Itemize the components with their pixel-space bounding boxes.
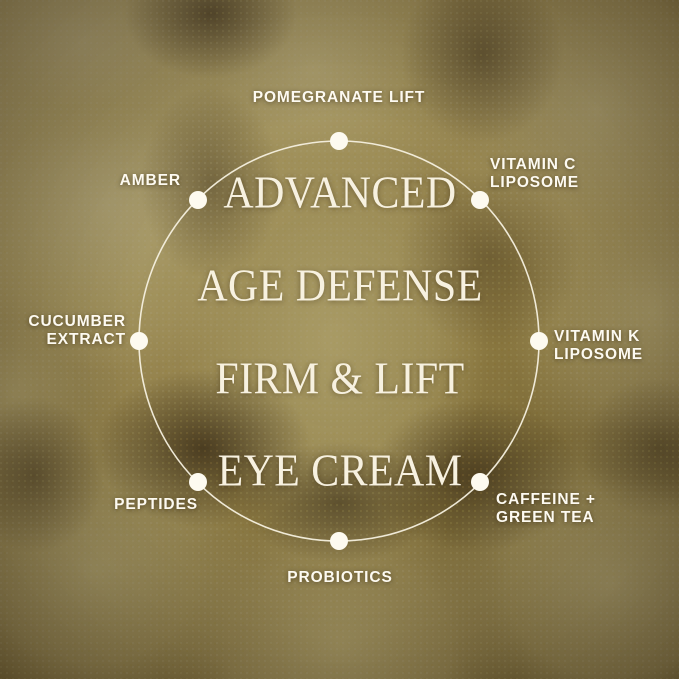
product-title-line-1: ADVANCED <box>222 167 457 218</box>
ingredient-node-cucumber <box>130 332 148 350</box>
ingredient-label-amber: AMBER <box>119 172 181 189</box>
ingredient-node-probiotics <box>330 532 348 550</box>
ingredient-node-group <box>130 132 548 550</box>
ingredient-node-pomegranate <box>330 132 348 150</box>
ingredient-node-vitamin-c <box>471 191 489 209</box>
ingredient-label-peptides: PEPTIDES <box>114 496 198 513</box>
ingredient-label-caffeine-green-tea: CAFFEINE + GREEN TEA <box>496 491 596 527</box>
ingredient-node-caffeine <box>471 473 489 491</box>
product-title-line-4: EYE CREAM <box>217 445 462 496</box>
ingredient-label-vitamin-k-liposome: VITAMIN K LIPOSOME <box>554 328 644 364</box>
ingredient-node-vitamin-k <box>530 332 548 350</box>
product-title: ADVANCED AGE DEFENSE FIRM & LIFT EYE CRE… <box>175 123 505 540</box>
ingredient-label-vitamin-c-liposome: VITAMIN C LIPOSOME <box>490 156 580 192</box>
ingredient-node-peptides <box>189 473 207 491</box>
ingredient-node-amber <box>189 191 207 209</box>
ingredient-label-cucumber-extract: CUCUMBER EXTRACT <box>28 313 126 349</box>
ingredient-label-pomegranate-lift: POMEGRANATE LIFT <box>252 89 426 106</box>
product-title-line-3: FIRM & LIFT <box>214 353 465 404</box>
product-title-line-2: AGE DEFENSE <box>196 260 483 311</box>
ingredient-label-probiotics: PROBIOTICS <box>287 569 393 586</box>
